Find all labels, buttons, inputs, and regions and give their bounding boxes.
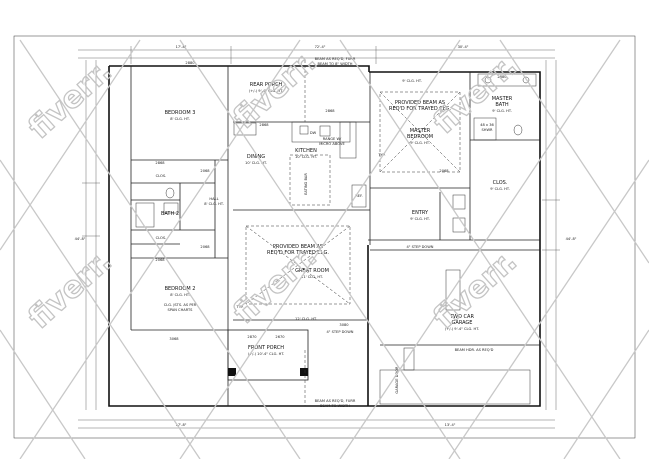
ref-label: REF. bbox=[355, 194, 362, 198]
bathtub bbox=[135, 202, 155, 228]
master-bedroom-name2: BEDROOM bbox=[407, 134, 433, 140]
bath2-label: BATH 2 bbox=[161, 211, 179, 217]
watermark-text-1: fiverr. bbox=[22, 54, 119, 146]
beam-bottom-note-2: BEAM TO WIDTH bbox=[320, 404, 350, 408]
door-tag-4: 2068 bbox=[200, 169, 210, 173]
clos-master-clg: 9' CLG. HT. bbox=[490, 187, 510, 191]
dim-side-right: 44'-8" bbox=[566, 237, 577, 241]
dim-top-left: 17'-8" bbox=[176, 45, 187, 49]
dim-top-total: 72'-4" bbox=[315, 45, 326, 49]
beam-garage-note: BEAM HDR. AS REQ'D bbox=[455, 348, 494, 352]
dw-label: DW bbox=[310, 131, 317, 135]
door-tag-13: 2670 bbox=[275, 335, 285, 339]
dim-bottom-left: 17'-8" bbox=[176, 423, 187, 427]
garage-name2: GARAGE bbox=[452, 320, 473, 326]
double-vanity bbox=[477, 73, 537, 87]
entry-name: ENTRY bbox=[412, 210, 429, 216]
beam-great-line1: PROVIDED BEAM AS bbox=[273, 244, 323, 250]
beam-top-note-2: BEAM TO 8" WIDTH bbox=[318, 62, 353, 66]
master-bath-name2: BATH bbox=[495, 102, 509, 108]
shower-name: SHWR bbox=[481, 128, 493, 132]
beam-bottom-note-1: BEAM AS REQ'D, FURR bbox=[315, 399, 356, 403]
typ-label-1: TYP. bbox=[377, 153, 385, 157]
fixtures bbox=[135, 73, 537, 405]
sheet-border bbox=[13, 35, 636, 439]
watermark-text-4: fiverr. bbox=[22, 244, 119, 336]
door-tag-2: 2880 bbox=[497, 75, 507, 79]
garage-door-note: GARAGE DOOR bbox=[395, 366, 399, 394]
garage-name: TWO CAR bbox=[449, 314, 474, 320]
master-bedroom-clg: 9' CLG. HT. bbox=[410, 141, 430, 145]
beam-outlines bbox=[245, 60, 461, 406]
interior-walls bbox=[130, 66, 540, 406]
door-tag-7: 2068 bbox=[439, 169, 449, 173]
great-room-name: GREAT ROOM bbox=[295, 268, 329, 274]
master-clg-note: 9' CLG. HT. bbox=[402, 79, 422, 83]
master-bedroom-name: MASTER bbox=[410, 128, 431, 134]
door-tag-12: 2870 bbox=[247, 335, 257, 339]
bedroom3-clg: 8' CLG. HT. bbox=[170, 117, 190, 121]
beam-master-line1: PROVIDED BEAM AS bbox=[395, 100, 445, 106]
toilet bbox=[165, 187, 175, 199]
range-sub: MICRO ABOVE bbox=[319, 142, 345, 146]
refrigerator bbox=[351, 184, 367, 208]
clos2-label: CLOS. bbox=[156, 236, 167, 240]
bedroom3-name: BEDROOM 3 bbox=[165, 110, 196, 116]
front-porch-name: FRONT PORCH bbox=[248, 345, 284, 351]
garage-clg: (+/-) 9'-4" CLG. HT. bbox=[445, 327, 479, 331]
entry-clg: 9' CLG. HT. bbox=[410, 217, 430, 221]
watermark-text-6: fiverr. bbox=[427, 244, 524, 336]
beam-top-note-1: BEAM AS REQ'D, FURR bbox=[315, 57, 356, 61]
dim-top-right: 30'-4" bbox=[458, 45, 469, 49]
door-tag-11: 3080 bbox=[339, 323, 349, 327]
bedroom2-name: BEDROOM 2 bbox=[165, 286, 196, 292]
master-bath-name: MASTER bbox=[492, 96, 513, 102]
clos-master-name: CLOS. bbox=[493, 180, 508, 186]
bedroom2-note1: CLG. JSTS. AS PER bbox=[164, 303, 197, 307]
front-porch-clg: (+/-) 10'-4" CLG. HT. bbox=[248, 352, 285, 356]
dimension-lines bbox=[78, 46, 560, 429]
kitchen-clg: 10' CLG. HT. bbox=[295, 155, 317, 159]
eating-bar-outline bbox=[289, 154, 331, 206]
bedroom2-clg: 8' CLG. HT. bbox=[170, 293, 190, 297]
clg12-note: 12' CLG. HT. bbox=[295, 317, 317, 321]
great-room-clg: 11' CLG. HT. bbox=[301, 275, 323, 279]
master-shower bbox=[473, 117, 497, 141]
hall-name: HALL bbox=[209, 197, 218, 201]
dining-name: DINING bbox=[247, 154, 265, 160]
beam-master-line2: REQ'D FOR TRAYED CLG. bbox=[389, 106, 451, 112]
bedroom2-note2: SPAN CHARTS bbox=[168, 308, 194, 312]
typ-label-2: TYP. bbox=[235, 305, 243, 309]
dining-clg: 10' CLG. HT. bbox=[245, 161, 267, 165]
beam-great-line2: REQ'D FOR TRAYED CLG. bbox=[267, 250, 329, 256]
door-tag-6: 2068 bbox=[155, 258, 165, 262]
step-down-entry: 4" STEP DOWN bbox=[407, 245, 434, 249]
door-tag-9: 2868 bbox=[259, 123, 269, 127]
step-down-great: 4" STEP DOWN bbox=[327, 330, 354, 334]
master-bath-clg: 9' CLG. HT. bbox=[492, 109, 512, 113]
range-label: RANGE W/ bbox=[323, 137, 342, 141]
shower-size: 48 x 36 bbox=[480, 123, 494, 127]
master-toilet bbox=[513, 124, 523, 136]
rear-porch-name: REAR PORCH bbox=[250, 82, 283, 88]
eating-bar-label: EATING BAR bbox=[304, 173, 308, 195]
door-tag-1: 2880 bbox=[185, 61, 195, 65]
kitchen-name: KITCHEN bbox=[295, 148, 317, 154]
dim-side-left: 44'-8" bbox=[75, 237, 86, 241]
kitchen-counter-side bbox=[339, 121, 357, 159]
door-tag-3: 2868 bbox=[155, 161, 165, 165]
dim-bottom-right: 13'-4" bbox=[445, 423, 456, 427]
door-tag-8: 3068 bbox=[169, 337, 179, 341]
watermark-text-3: fiverr. bbox=[427, 49, 524, 141]
door-tag-10: 2868 bbox=[325, 109, 335, 113]
clos1-label: CLOS. bbox=[156, 174, 167, 178]
hall-clg: 8' CLG. HT. bbox=[204, 202, 224, 206]
kitchen-counter bbox=[291, 121, 351, 143]
door-tag-5: 2068 bbox=[200, 245, 210, 249]
watermark-lines bbox=[0, 39, 649, 459]
garage-door-outline bbox=[379, 369, 531, 405]
